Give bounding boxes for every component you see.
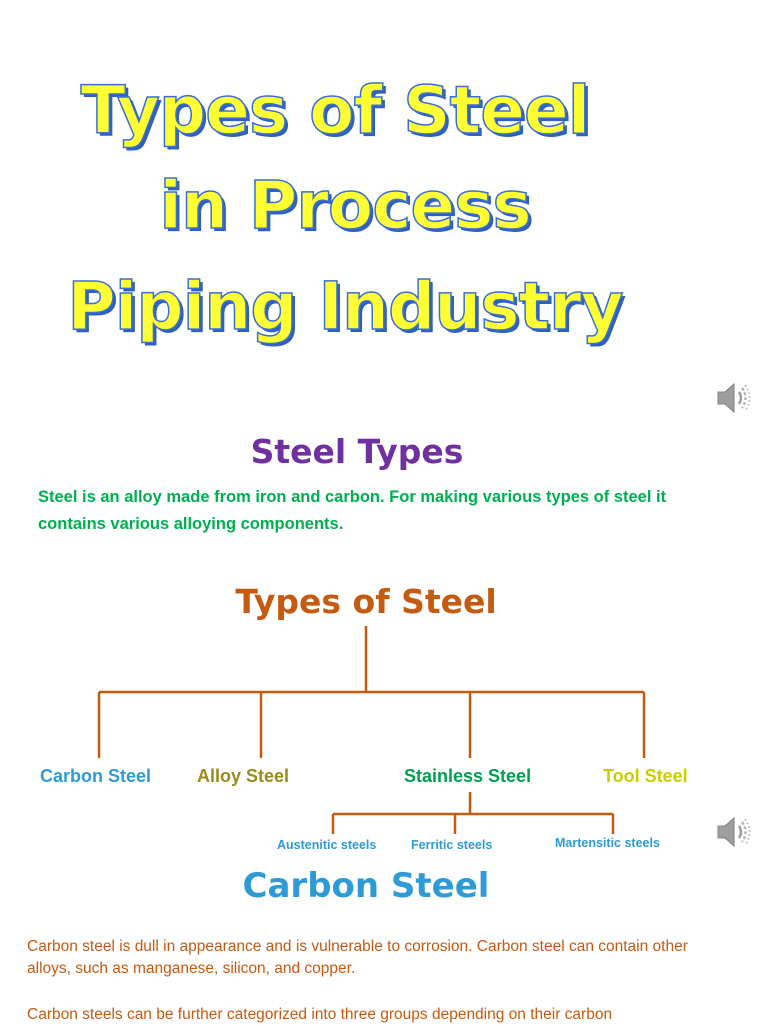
title-slide: Types of Steel in Process Piping Industr… [0,0,768,420]
title-line-3: Piping Industry [67,267,625,346]
carbon-paragraph-2: Carbon steels can be further categorized… [27,1006,613,1023]
speaker-icon[interactable] [714,378,754,418]
diagram-node-alloy-steel: Alloy Steel [197,766,290,786]
title-line-2: in Process [159,166,533,245]
title-line-1: Types of Steel [80,71,591,150]
carbon-paragraph-1: Carbon steel is dull in appearance and i… [27,938,688,977]
steel-types-heading: Steel Types [250,432,464,471]
diagram-node-ferritic: Ferritic steels [411,838,493,852]
diagram-node-stainless-steel: Stainless Steel [404,766,532,786]
diagram-node-tool-steel: Tool Steel [603,766,688,786]
carbon-steel-heading: Carbon Steel [242,866,490,906]
diagram-root-label: Types of Steel [235,582,497,621]
tree-connectors [97,626,646,834]
speaker-icon[interactable] [714,812,754,852]
diagram-node-martensitic: Martensitic steels [555,836,660,850]
diagram-node-carbon-steel: Carbon Steel [40,766,152,786]
steel-description: Steel is an alloy made from iron and car… [38,488,667,533]
diagram-node-austenitic: Austenitic steels [277,838,377,852]
